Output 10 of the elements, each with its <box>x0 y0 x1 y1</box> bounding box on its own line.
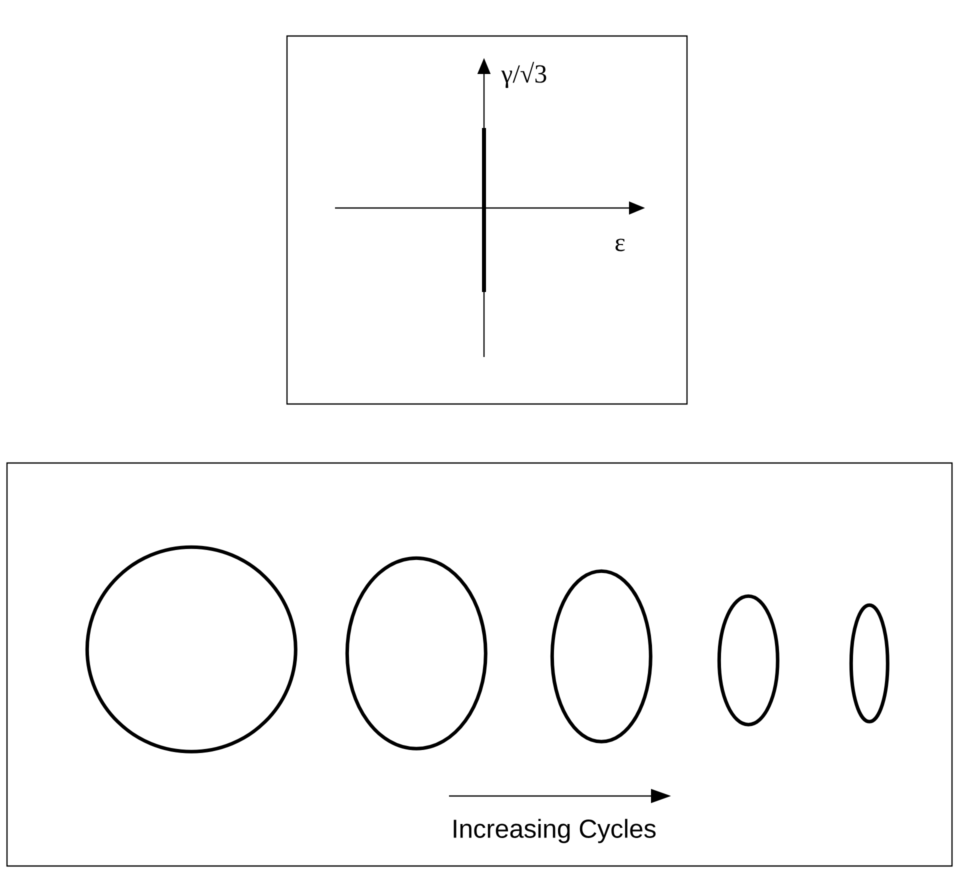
ellipse <box>849 603 890 724</box>
ellipse <box>85 545 298 754</box>
axis-label: ε <box>616 238 625 252</box>
ellipse <box>345 556 488 750</box>
panel-frame <box>6 462 953 867</box>
axis-label: γ/√3 <box>501 62 546 88</box>
panel-frame <box>286 35 688 405</box>
ellipse <box>717 594 780 726</box>
ellipse <box>550 569 652 744</box>
caption-text: Increasing Cycles <box>454 818 656 844</box>
